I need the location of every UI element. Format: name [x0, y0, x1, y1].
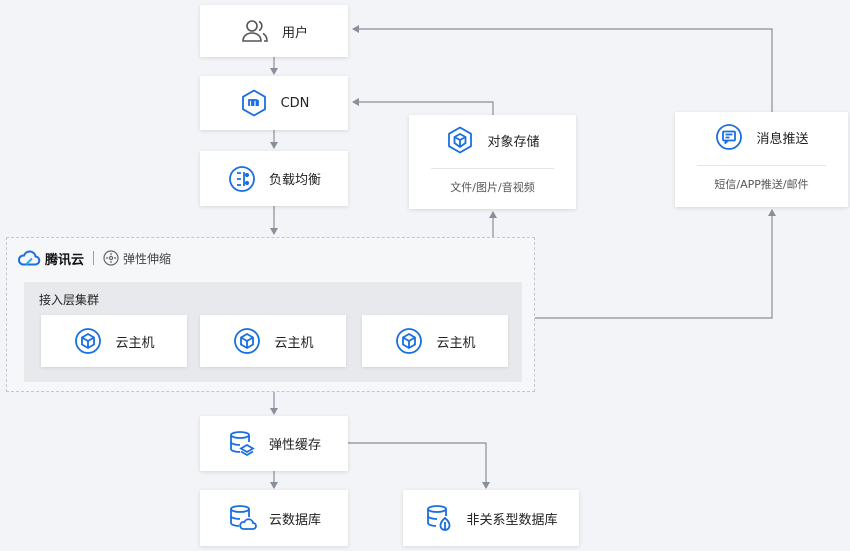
arrow-region-to-push — [535, 209, 776, 319]
users-icon — [240, 16, 270, 46]
auto-scaling-icon — [103, 250, 119, 266]
nosql-database-node[interactable]: 非关系型数据库 — [403, 490, 579, 546]
divider — [697, 165, 826, 166]
message-push-icon — [714, 122, 744, 152]
region-header: 腾讯云 弹性伸缩 — [17, 247, 171, 269]
nosql-database-label: 非关系型数据库 — [466, 512, 558, 528]
cvm-label: 云主机 — [115, 335, 155, 351]
cloud-database-icon — [227, 503, 257, 533]
access-layer-cluster: 接入层集群 云主机 — [24, 282, 522, 382]
user-label: 用户 — [281, 25, 308, 41]
arrow-cache-to-nosql — [348, 442, 490, 489]
tencent-cloud-logo-icon — [17, 249, 41, 267]
message-push-node[interactable]: 消息推送 短信/APP推送/邮件 — [675, 112, 848, 207]
cloud-database-node[interactable]: 云数据库 — [200, 490, 348, 546]
cvm-node-2[interactable]: 云主机 — [200, 315, 346, 367]
cdn-icon — [239, 88, 269, 118]
arrow-storage-to-cdn — [352, 98, 494, 115]
cvm-icon — [232, 326, 262, 356]
object-storage-desc: 文件/图片/音视频 — [450, 181, 535, 194]
cvm-label: 云主机 — [436, 335, 476, 351]
cvm-icon — [394, 326, 424, 356]
object-storage-label: 对象存储 — [487, 134, 540, 150]
cvm-label: 云主机 — [274, 335, 314, 351]
divider — [431, 168, 554, 169]
cvm-node-1[interactable]: 云主机 — [41, 315, 187, 367]
arrow-push-to-user — [352, 25, 773, 112]
cluster-title: 接入层集群 — [39, 293, 100, 307]
object-storage-node[interactable]: 对象存储 文件/图片/音视频 — [409, 115, 576, 209]
load-balancer-label: 负载均衡 — [268, 173, 321, 188]
nosql-database-icon — [424, 503, 454, 533]
object-storage-cube-icon — [445, 125, 475, 155]
cache-node[interactable]: 弹性缓存 — [200, 416, 348, 471]
tencent-cloud-region: 腾讯云 弹性伸缩 接入层集群 云主机 — [6, 237, 535, 392]
cdn-node[interactable]: CDN — [200, 76, 348, 130]
cache-database-icon — [227, 429, 257, 459]
auto-scaling-label: 弹性伸缩 — [123, 251, 172, 266]
message-push-desc: 短信/APP推送/邮件 — [714, 178, 809, 191]
cdn-label: CDN — [280, 95, 310, 111]
load-balancer-node[interactable]: 负载均衡 — [200, 151, 348, 206]
cvm-icon — [73, 326, 103, 356]
cvm-node-3[interactable]: 云主机 — [362, 315, 508, 367]
cache-label: 弹性缓存 — [268, 438, 321, 453]
user-node[interactable]: 用户 — [200, 5, 348, 57]
load-balancer-icon — [227, 164, 257, 194]
tencent-cloud-brand: 腾讯云 — [45, 252, 85, 268]
header-divider — [93, 251, 95, 265]
message-push-label: 消息推送 — [756, 131, 809, 147]
cloud-database-label: 云数据库 — [268, 512, 321, 528]
